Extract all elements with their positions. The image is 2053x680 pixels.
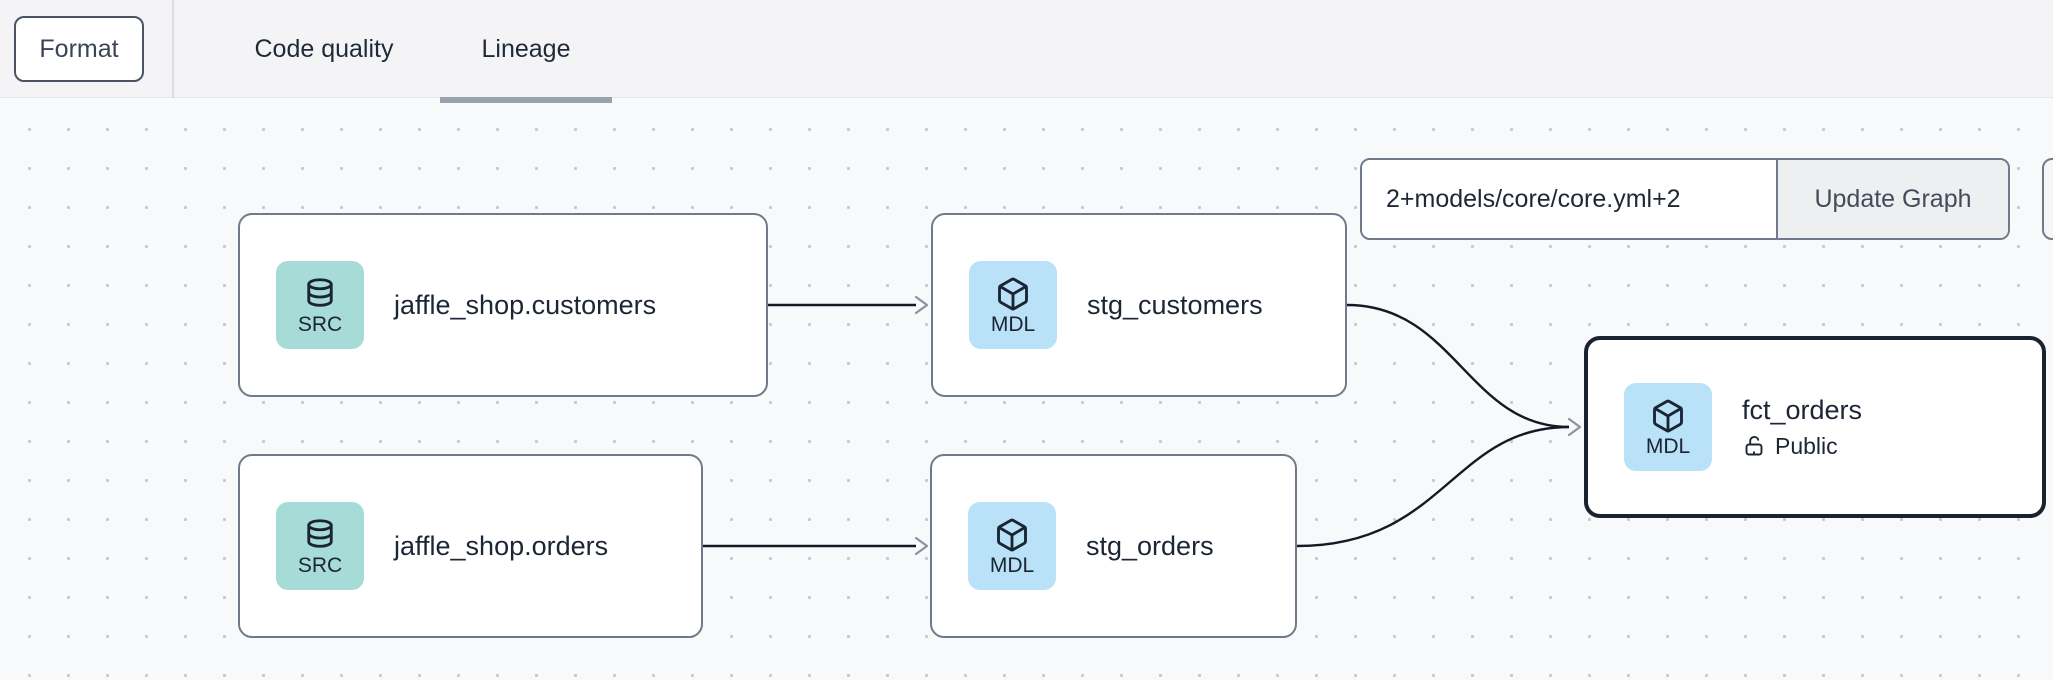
update-graph-button[interactable]: Update Graph (1776, 160, 2008, 238)
cube-icon (1650, 398, 1686, 434)
node-title: stg_customers (1087, 289, 1263, 320)
node-model-stg-orders[interactable]: MDL stg_orders (930, 454, 1297, 638)
badge-label: MDL (989, 553, 1035, 577)
node-model-stg-customers[interactable]: MDL stg_customers (931, 213, 1347, 397)
badge-label: MDL (1645, 434, 1691, 458)
access-row: Public (1742, 433, 1862, 460)
node-text-block: fct_orders Public (1742, 395, 1862, 460)
cut-off-button[interactable] (2042, 158, 2053, 240)
node-title: jaffle_shop.orders (394, 530, 609, 561)
model-badge: MDL (969, 261, 1057, 349)
badge-label: MDL (990, 312, 1036, 336)
format-button[interactable]: Format (14, 16, 144, 82)
toolbar-divider (172, 0, 174, 98)
source-badge: SRC (276, 261, 364, 349)
node-title: fct_orders (1742, 394, 1863, 425)
lock-open-icon (1742, 434, 1766, 458)
node-title: stg_orders (1086, 530, 1214, 561)
lineage-selector-input[interactable] (1362, 160, 1776, 238)
cube-icon (995, 276, 1031, 312)
badge-label: SRC (297, 553, 343, 577)
cube-icon (994, 517, 1030, 553)
access-label: Public (1775, 432, 1838, 459)
badge-label: SRC (297, 312, 343, 336)
tab-code-quality[interactable]: Code quality (254, 34, 394, 63)
editor-toolbar: Format Code quality Lineage (0, 0, 2053, 103)
model-badge: MDL (1624, 383, 1712, 471)
lineage-selector-bar: Update Graph (1360, 158, 2010, 240)
node-title: jaffle_shop.customers (394, 289, 657, 320)
tab-lineage[interactable]: Lineage (481, 34, 571, 63)
active-tab-underline (440, 97, 612, 103)
node-source-jaffle-shop-orders[interactable]: SRC jaffle_shop.orders (238, 454, 703, 638)
model-badge: MDL (968, 502, 1056, 590)
node-model-fct-orders[interactable]: MDL fct_orders Public (1584, 336, 2046, 518)
database-icon (302, 517, 338, 553)
database-icon (302, 276, 338, 312)
source-badge: SRC (276, 502, 364, 590)
node-source-jaffle-shop-customers[interactable]: SRC jaffle_shop.customers (238, 213, 768, 397)
